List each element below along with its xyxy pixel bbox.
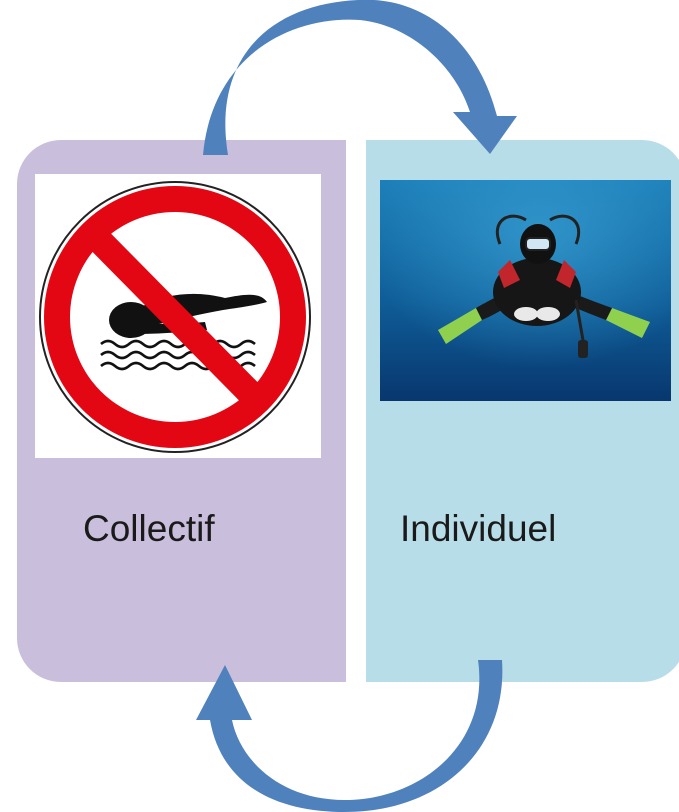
bottom-cycle-arrow bbox=[196, 660, 503, 812]
collectif-panel: Collectif bbox=[17, 140, 346, 682]
individuel-panel: Individuel bbox=[366, 140, 679, 682]
collectif-label: Collectif bbox=[83, 508, 215, 549]
top-cycle-arrow bbox=[203, 0, 517, 155]
scuba-diver-photo bbox=[380, 180, 671, 401]
individuel-label: Individuel bbox=[400, 508, 557, 549]
no-swimming-sign-icon bbox=[35, 174, 321, 458]
